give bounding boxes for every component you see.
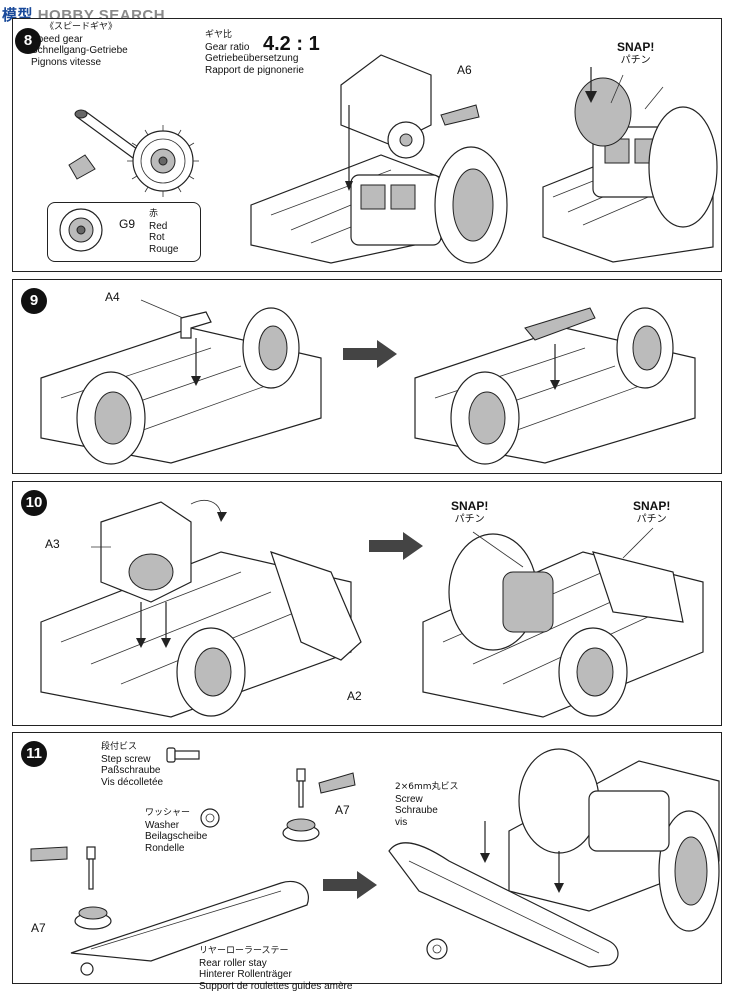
- step-screw-label: 段付ビス Step screw Paßschraube Vis décollet…: [101, 742, 164, 788]
- step-9-before-drawing: [40, 299, 322, 465]
- gear-ratio-label: ギヤ比 Gear ratio Getriebeübersetzung Rappo…: [205, 30, 304, 76]
- step-11-number: 11: [21, 741, 47, 767]
- step-8-number: 8: [15, 28, 41, 54]
- snap-right-label: SNAP! パチン: [633, 499, 671, 526]
- part-g9-label: G9: [119, 217, 136, 231]
- step-10-number: 10: [21, 490, 47, 516]
- g9-color-label: 赤 Red Rot Rouge: [149, 209, 179, 255]
- next-arrow: [369, 532, 423, 560]
- g9-gear-icon: [59, 208, 103, 252]
- shaft-and-gear-drawing: [68, 109, 199, 197]
- washer-label: ワッシャー Washer Beilagscheibe Rondelle: [145, 808, 208, 854]
- gear-ratio-value: 4.2 : 1: [263, 33, 320, 55]
- part-a2-label: A2: [347, 689, 362, 703]
- step-10-after-drawing: [422, 527, 704, 718]
- step-9-after-drawing: [414, 307, 696, 465]
- chassis-motor-drawing: [250, 54, 508, 264]
- step-10-panel: 10 A3 A2 SNAP! パチン SNAP! パチン: [12, 481, 722, 726]
- washer-icon: [200, 808, 220, 828]
- screw-label: 2×6mm丸ビス Screw Schraube vis: [395, 782, 459, 828]
- part-a7-left-label: A7: [31, 921, 46, 935]
- snapped-assembly-drawing: [542, 67, 718, 263]
- step-11-panel: 11 段付ビス Step screw Paßschraube Vis décol…: [12, 732, 722, 992]
- step-9-panel: 9 A4: [12, 279, 722, 474]
- step-10-before-drawing: [40, 500, 362, 718]
- snap-label: SNAP! パチン: [617, 40, 655, 67]
- g9-inset-box: [47, 202, 201, 262]
- rear-chassis-drawing: [388, 748, 720, 968]
- roller-stay-drawing: [30, 768, 356, 976]
- step-9-number: 9: [21, 288, 47, 314]
- part-a3-label: A3: [45, 537, 60, 551]
- rear-roller-stay-label: リヤーローラーステー Rear roller stay Hinterer Rol…: [199, 946, 353, 992]
- snap-left-label: SNAP! パチン: [451, 499, 489, 526]
- next-arrow: [343, 340, 397, 368]
- next-arrow: [323, 871, 377, 899]
- part-a7-top-label: A7: [335, 803, 350, 817]
- part-a6-label: A6: [457, 63, 472, 77]
- part-a4-label: A4: [105, 290, 120, 304]
- step-8-panel: 8 《スピードギヤ》 Speed gear Schnellgang-Getrie…: [12, 18, 722, 272]
- speed-gear-title: 《スピードギヤ》 Speed gear Schnellgang-Getriebe…: [31, 22, 128, 68]
- step-screw-icon: [166, 747, 200, 763]
